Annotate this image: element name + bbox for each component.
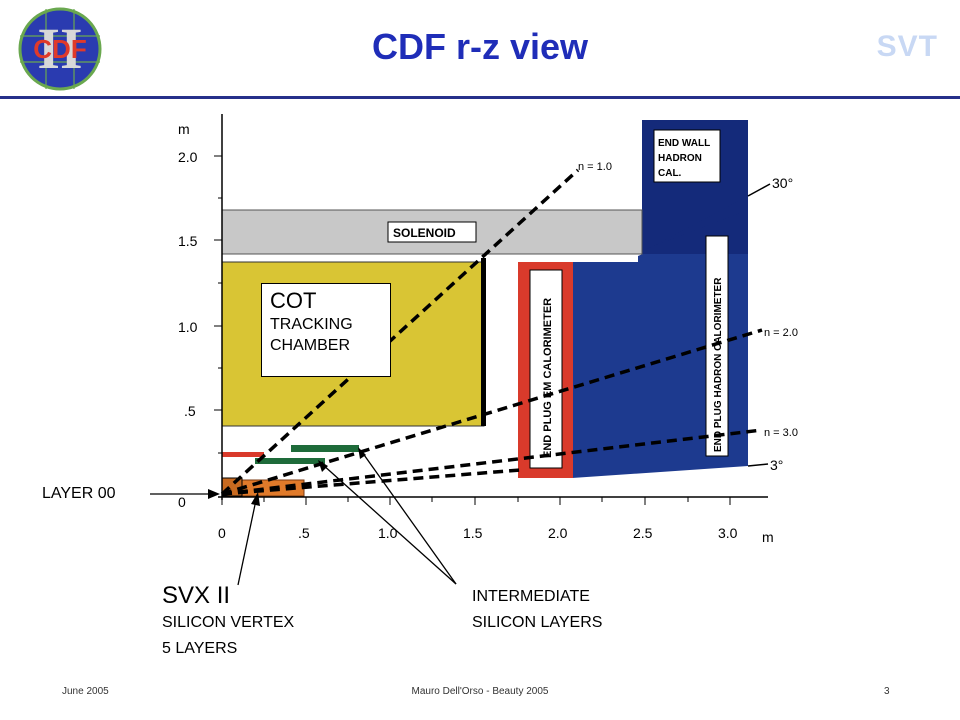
eta-1-label: n = 1.0: [578, 161, 612, 173]
z-tick-label: 2.0: [548, 525, 568, 541]
plug-had-label-box: [705, 235, 729, 457]
svx-subtitle: SILICON VERTEX: [162, 614, 295, 631]
r-tick-label: 1.5: [178, 233, 198, 249]
logo-numeral: II: [37, 16, 82, 81]
eta-3-label: n = 3.0: [764, 427, 798, 439]
r-axis-ticks: [214, 155, 222, 454]
logo-text: CDF: [33, 34, 86, 64]
r-tick-label: .5: [184, 403, 196, 419]
intermediate-label: INTERMEDIATE: [472, 588, 590, 605]
svx-subtitle: 5 LAYERS: [162, 640, 238, 657]
three-degree-line: [747, 463, 769, 467]
plug-em-label: END PLUG EM CALORIMETER: [542, 298, 554, 458]
eta-2-label: n = 2.0: [764, 327, 798, 339]
end-wall-label-line: HADRON: [658, 153, 702, 164]
plug-em-inner: [529, 269, 563, 469]
end-plug-hadron-calorimeter: [572, 210, 748, 478]
angle-30-label: 30°: [772, 175, 793, 191]
cot-subtitle: CHAMBER: [270, 337, 351, 354]
page-number: 3: [884, 686, 890, 697]
rz-view-diagram: m 2.0 1.5 1.0 .5 0 0 .5 1.0 1.5 2.0 2.5 …: [150, 114, 798, 586]
end-wall-label-box: [653, 129, 721, 183]
r-axis-unit: m: [178, 121, 190, 137]
z-tick-label: 1.0: [378, 525, 398, 541]
z-tick-label: 3.0: [718, 525, 738, 541]
cot-subtitle: TRACKING: [270, 316, 353, 333]
page-title: CDF r-z view: [371, 26, 589, 67]
z-tick-label: 2.5: [633, 525, 653, 541]
eta-lines: [220, 168, 763, 496]
cot-label-box: COT TRACKING CHAMBER: [261, 283, 391, 377]
z-axis-ticks: [221, 497, 731, 505]
plug-had-label: END PLUG HADRON CALORIMETER: [713, 277, 724, 452]
solenoid-label-box: [387, 221, 477, 243]
callout-arrows: [150, 451, 457, 586]
footer-author: Mauro Dell'Orso - Beauty 2005: [411, 686, 549, 697]
silicon-layer-red: [222, 452, 264, 457]
layer00-label: LAYER 00: [42, 485, 116, 502]
intermediate-silicon-layer-outer: [291, 445, 359, 452]
thirty-degree-line: [747, 183, 771, 197]
cot-endplate: [481, 258, 486, 426]
footer-date: June 2005: [62, 686, 109, 697]
cdf-logo-icon: II CDF: [18, 7, 102, 91]
r-tick-label: 2.0: [178, 149, 198, 165]
svx-title: SVX II: [162, 582, 231, 609]
z-tick-label: 0: [218, 525, 226, 541]
z-axis-unit: m: [762, 529, 774, 545]
z-tick-label: 1.5: [463, 525, 483, 541]
arrow-heads: [208, 447, 366, 506]
intermediate-silicon-layer-inner: [255, 458, 325, 464]
intermediate-label: SILICON LAYERS: [472, 614, 603, 631]
end-wall-label-line: END WALL: [658, 138, 710, 149]
angle-3-label: 3°: [770, 457, 783, 473]
z-tick-label: .5: [298, 525, 310, 541]
r-tick-label: 1.0: [178, 319, 198, 335]
corner-label: SVT: [876, 30, 938, 63]
r-tick-label: 0: [178, 494, 186, 510]
title-divider: [0, 96, 960, 99]
solenoid-label: SOLENOID: [393, 226, 456, 240]
end-wall-label-line: CAL.: [658, 168, 682, 179]
cot-title: COT: [270, 288, 317, 313]
